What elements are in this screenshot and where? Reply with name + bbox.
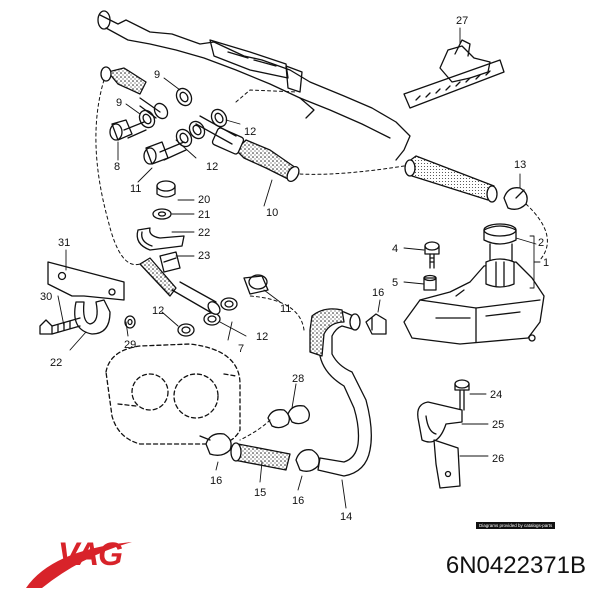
callout-11: 11 <box>280 303 291 315</box>
callout-22: 22 <box>50 357 62 369</box>
callout-1: 1 <box>543 257 549 269</box>
hose-right <box>404 155 498 203</box>
banjo-bolts <box>109 119 269 295</box>
bolt-24 <box>454 379 470 411</box>
callout-2: 2 <box>538 237 544 249</box>
hose-14 <box>309 308 372 477</box>
callout-25: 25 <box>492 419 504 431</box>
callout-30: 30 <box>40 291 52 303</box>
callout-31: 31 <box>58 237 70 249</box>
callout-29: 29 <box>124 339 136 351</box>
callout-27: 27 <box>456 15 468 27</box>
vag-logo-swoosh <box>26 542 132 588</box>
callout-11: 11 <box>130 183 141 195</box>
callout-14: 14 <box>340 511 352 523</box>
callout-16: 16 <box>372 287 384 299</box>
nut-29 <box>124 315 136 329</box>
callout-24: 24 <box>490 389 502 401</box>
grommet-5 <box>423 274 437 291</box>
callout-12: 12 <box>152 305 164 317</box>
callout-15: 15 <box>254 487 266 499</box>
pipe-connection <box>139 97 237 145</box>
callout-5: 5 <box>392 277 398 289</box>
dashed-routing <box>95 79 548 441</box>
callout-22: 22 <box>198 227 210 239</box>
callout-10: 10 <box>266 207 278 219</box>
callout-23: 23 <box>198 250 210 262</box>
clamp-22-upper <box>136 227 185 251</box>
bolt-20 <box>156 180 176 198</box>
hose-9-upper <box>100 66 147 95</box>
grommet-23 <box>159 251 181 273</box>
hose-10 <box>211 127 300 183</box>
diagram-credit: Diagrams provided by catalogs-parts <box>476 522 556 529</box>
leader-lines <box>57 27 541 509</box>
clamp-16-mid <box>365 313 387 335</box>
callout-28: 28 <box>292 373 304 385</box>
mounting-strip-27 <box>403 39 505 109</box>
clamp-28 <box>267 405 310 429</box>
callout-13: 13 <box>514 159 526 171</box>
callout-21: 21 <box>198 209 210 221</box>
callout-7: 7 <box>238 343 244 355</box>
clamp-22-lower <box>74 299 111 335</box>
callout-4: 4 <box>392 243 398 255</box>
callout-16: 16 <box>292 495 304 507</box>
callout-9: 9 <box>116 97 122 109</box>
bolt-4 <box>424 241 440 269</box>
hose-7 <box>139 257 221 315</box>
callout-labels: 27 9 9 12 8 12 11 20 21 10 13 22 23 31 2… <box>40 15 549 523</box>
pump-housing <box>105 343 241 445</box>
hose-15 <box>230 442 291 471</box>
reservoir <box>403 261 545 345</box>
callout-12: 12 <box>206 161 218 173</box>
callout-12: 12 <box>244 126 256 138</box>
callout-26: 26 <box>492 453 504 465</box>
vag-logo-text: VAG <box>58 536 123 572</box>
callout-12: 12 <box>256 331 268 343</box>
bolt-30 <box>39 317 81 335</box>
callout-20: 20 <box>198 194 210 206</box>
o-rings <box>138 87 238 337</box>
clamp-16-left <box>199 433 232 456</box>
bracket-31 <box>47 261 125 301</box>
steering-rack <box>97 10 411 161</box>
clamp-25 <box>417 401 463 443</box>
callout-9: 9 <box>154 69 160 81</box>
callout-16: 16 <box>210 475 222 487</box>
clamp-16-right <box>295 449 320 472</box>
callout-8: 8 <box>114 161 120 173</box>
bracket-26 <box>433 439 461 489</box>
clamp-13 <box>503 187 528 210</box>
reservoir-cap <box>483 223 517 288</box>
washer-21 <box>152 208 172 220</box>
part-number: 6N0422371B <box>445 552 586 579</box>
